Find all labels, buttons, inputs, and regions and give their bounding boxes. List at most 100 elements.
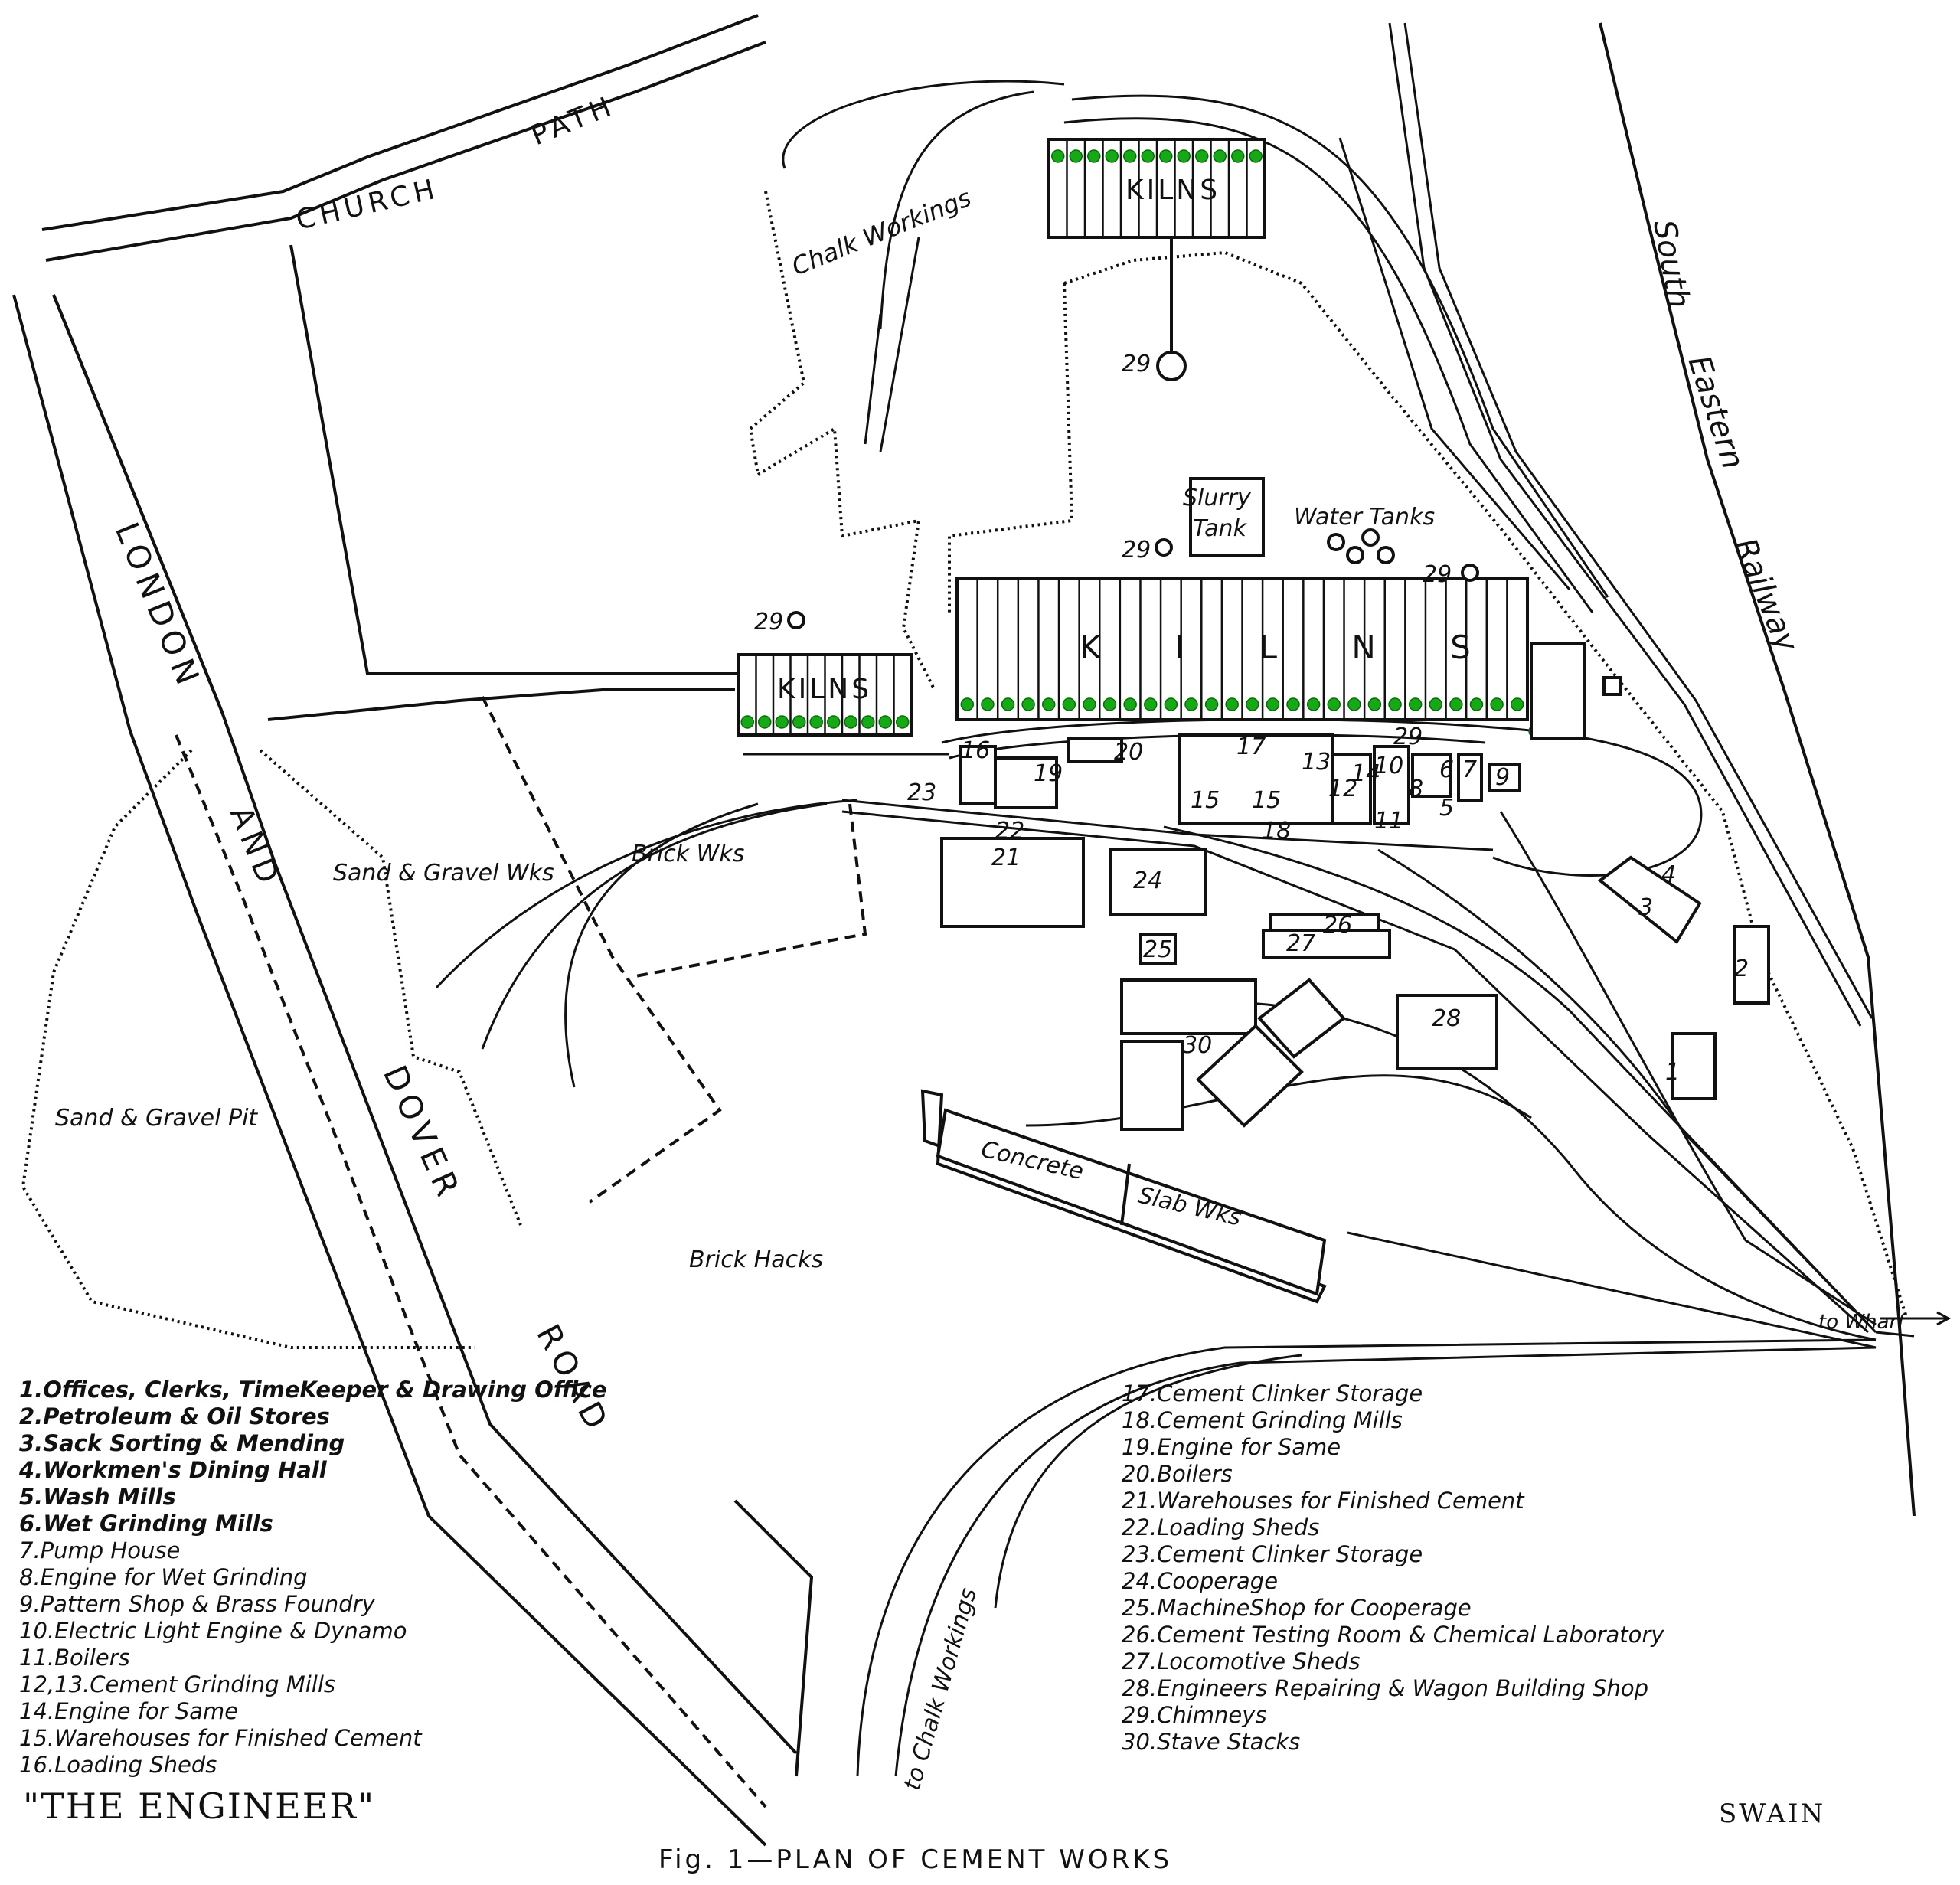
upper-kiln-marker [1069, 149, 1083, 163]
number-13: 13 [1302, 749, 1331, 776]
main-kiln-marker [960, 697, 975, 711]
legend-entry: 16.Loading Sheds [19, 1752, 217, 1778]
main-kiln-marker [981, 697, 995, 711]
water-tank-1 [1327, 533, 1345, 551]
path-label: PATH [527, 90, 619, 152]
west-kiln-marker [844, 715, 858, 729]
number-18: 18 [1262, 818, 1291, 844]
railway-label: Railway [1727, 534, 1805, 658]
number-2: 2 [1734, 956, 1749, 982]
chimney-29-east [1461, 564, 1479, 582]
to-wharf-label: to Wharf [1818, 1311, 1907, 1334]
building-9 [1488, 763, 1521, 792]
legend-entry: 22.Loading Sheds [1122, 1514, 1319, 1540]
legend-entry: 27.Locomotive Sheds [1122, 1648, 1361, 1674]
legend-entry: 3.Sack Sorting & Mending [19, 1430, 345, 1456]
main-kiln-marker [1144, 697, 1158, 711]
number-7: 7 [1462, 756, 1477, 783]
upper-kiln-marker [1177, 149, 1191, 163]
legend-entry: 30.Stave Stacks [1122, 1729, 1300, 1755]
main-kiln-marker [1001, 697, 1015, 711]
building-6 [1411, 753, 1452, 798]
upper-kiln-marker [1249, 149, 1263, 163]
brick-hacks-label: Brick Hacks [689, 1246, 823, 1273]
number-25: 25 [1143, 936, 1172, 963]
number-15b: 15 [1252, 787, 1281, 814]
tramways [435, 80, 1915, 1777]
chimneys-and-tanks [787, 528, 1479, 629]
tank-label: Tank [1193, 515, 1248, 542]
legend-entry: 1.Offices, Clerks, TimeKeeper & Drawing … [19, 1377, 607, 1403]
sand-gravel-works-label: Sand & Gravel Wks [333, 860, 554, 887]
upper-kiln-marker [1213, 149, 1227, 163]
stave-stacks-row [1120, 978, 1257, 1035]
water-tanks-label: Water Tanks [1294, 504, 1435, 531]
main-kiln-marker [1306, 697, 1321, 711]
building-2 [1733, 925, 1770, 1005]
west-kiln-marker [896, 715, 910, 729]
number-3: 3 [1638, 894, 1653, 921]
legend-entry: 14.Engine for Same [19, 1698, 238, 1724]
sand-gravel-pit-label: Sand & Gravel Pit [55, 1105, 258, 1132]
west-kiln-marker [861, 715, 875, 729]
number-29-east: 29 [1423, 561, 1452, 588]
legend-entry: 12,13.Cement Grinding Mills [19, 1671, 335, 1697]
main-kiln-marker [1225, 697, 1239, 711]
upper-kiln-marker [1051, 149, 1065, 163]
west-kiln-marker [827, 715, 841, 729]
legend-entry: 28.Engineers Repairing & Wagon Building … [1122, 1675, 1648, 1701]
building-21 [940, 837, 1085, 928]
main-kiln-marker [1102, 697, 1117, 711]
west-kiln-marker [792, 715, 806, 729]
chalk-workings-label: Chalk Workings [788, 183, 975, 281]
legend-entry: 18.Cement Grinding Mills [1122, 1407, 1403, 1433]
church-label: CHURCH [293, 173, 442, 237]
number-12: 12 [1328, 776, 1357, 802]
stave-stack-1 [1120, 1040, 1184, 1131]
legend-entry: 26.Cement Testing Room & Chemical Labora… [1122, 1622, 1664, 1648]
building-28 [1396, 994, 1498, 1070]
building-16 [959, 745, 997, 805]
upper-kiln-marker [1141, 149, 1155, 163]
upper-kiln-marker [1105, 149, 1119, 163]
legend-entry: 21.Warehouses for Finished Cement [1122, 1488, 1525, 1514]
main-kiln-marker [1204, 697, 1219, 711]
site-boundaries [21, 191, 1908, 1777]
engraver-mark: SWAIN [1719, 1798, 1825, 1829]
legend-entry: 10.Electric Light Engine & Dynamo [19, 1618, 407, 1644]
south-label: South [1646, 217, 1696, 311]
london-label: LONDON [108, 517, 209, 695]
number-8: 8 [1409, 776, 1423, 802]
legend-entry: 2.Petroleum & Oil Stores [19, 1403, 330, 1429]
legend-entry: 19.Engine for Same [1122, 1434, 1341, 1460]
main-kiln-marker [1408, 697, 1423, 711]
main-kiln-marker [1246, 697, 1259, 711]
number-10: 10 [1374, 753, 1403, 779]
west-kiln-marker [740, 715, 754, 729]
number-19: 19 [1034, 760, 1063, 787]
building-20 [1067, 737, 1123, 763]
number-5: 5 [1439, 795, 1454, 822]
number-28: 28 [1432, 1005, 1461, 1032]
legend-entry: 29.Chimneys [1122, 1702, 1267, 1728]
west-kilns-label: KILNS [777, 674, 872, 705]
building-1 [1671, 1032, 1717, 1100]
main-kiln-marker [1490, 697, 1504, 711]
building-3-4 [1597, 855, 1702, 944]
to-chalk-workings-label: to Chalk Workings [899, 1585, 982, 1793]
church-path: CHURCH PATH [41, 14, 766, 262]
number-27: 27 [1286, 930, 1315, 957]
legend-entry: 9.Pattern Shop & Brass Foundry [19, 1591, 376, 1617]
west-kiln-marker [878, 715, 892, 729]
publication-mark: "THE ENGINEER" [23, 1785, 375, 1827]
legend-entry: 7.Pump House [19, 1537, 180, 1563]
dover-label: DOVER [376, 1060, 469, 1207]
main-kiln-marker [1266, 697, 1280, 711]
upper-kiln-marker [1231, 149, 1245, 163]
stave-stack-2 [1196, 1024, 1304, 1128]
number-30: 30 [1183, 1032, 1212, 1059]
number-26: 26 [1323, 912, 1352, 939]
number-29-slurry: 29 [1122, 537, 1151, 564]
